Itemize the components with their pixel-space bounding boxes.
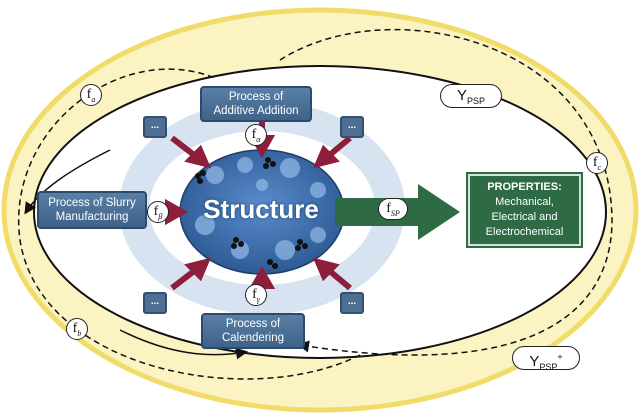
- tag-fc-base: f: [592, 155, 598, 170]
- additive-cluster: [238, 241, 244, 247]
- tag-f-beta-base: f: [153, 204, 159, 219]
- properties-box: PROPERTIES: Mechanical, Electrical and E…: [468, 174, 581, 246]
- particle: [280, 158, 300, 178]
- additive-cluster: [200, 170, 206, 176]
- particles: [195, 157, 326, 260]
- tag-f-gamma-base: f: [252, 287, 257, 302]
- additive-cluster: [267, 259, 273, 265]
- tag-fc: fc: [586, 152, 608, 174]
- particle: [195, 215, 215, 235]
- process-slurry-line2: Manufacturing: [55, 211, 129, 223]
- additive-cluster: [302, 243, 308, 249]
- properties-line-1: Mechanical,: [495, 196, 554, 208]
- placeholder-box-bottom-right: ...: [340, 292, 364, 314]
- red-arrow-head: [184, 257, 212, 282]
- tag-f-sp-base: f: [386, 201, 391, 216]
- process-calendering-line2: Calendering: [221, 332, 284, 344]
- tag-f-beta-sub: β: [158, 211, 163, 221]
- tag-fa-base: f: [86, 87, 92, 102]
- tag-f-gamma-sub: γ: [256, 294, 260, 304]
- additive-cluster: [263, 163, 269, 169]
- y-psp-sub: PSP: [467, 96, 486, 106]
- red-arrow-head: [184, 144, 212, 169]
- tag-fc-sub: c: [597, 162, 602, 172]
- y-psp-base: Y: [456, 87, 467, 104]
- process-additive-addition: Process of Additive Addition: [200, 86, 312, 122]
- tag-f-alpha: fα: [245, 124, 267, 146]
- particle: [256, 179, 268, 191]
- tag-fa-sub: a: [91, 94, 96, 104]
- dashed-loop-right: [279, 28, 613, 356]
- tag-fb-sub: b: [77, 328, 82, 338]
- properties-line-2: Electrical and: [491, 211, 558, 223]
- structure-label: Structure: [203, 194, 319, 224]
- tag-f-gamma: fγ: [245, 284, 267, 306]
- tag-fb: fb: [66, 318, 88, 340]
- process-calendering: Process of Calendering: [201, 313, 305, 349]
- y-psp-plus-sup: +: [557, 352, 563, 362]
- tag-f-alpha-sub: α: [256, 134, 261, 144]
- properties-heading: PROPERTIES:: [487, 181, 562, 193]
- flow-arrow-left: [24, 149, 111, 215]
- particle: [237, 157, 253, 173]
- y-psp-plus-base: Y: [529, 353, 540, 370]
- additive-cluster: [233, 237, 239, 243]
- red-arrows: [165, 120, 352, 300]
- red-arrow-head: [312, 144, 340, 169]
- tag-fa: fa: [80, 84, 102, 106]
- particle: [275, 240, 295, 260]
- placeholder-box-top-left: ...: [143, 116, 167, 138]
- placeholder-box-top-right: ...: [340, 116, 364, 138]
- additive-cluster: [295, 245, 301, 251]
- process-calendering-line1: Process of: [225, 318, 281, 330]
- process-additive-line2: Additive Addition: [213, 105, 299, 117]
- particle: [310, 182, 326, 198]
- tag-fb-base: f: [72, 321, 78, 336]
- additive-clusters: [195, 157, 308, 269]
- red-arrow-head: [312, 257, 340, 282]
- additive-cluster: [195, 173, 201, 179]
- particle: [206, 166, 224, 184]
- process-additive-line1: Process of: [228, 91, 284, 103]
- additive-cluster: [270, 161, 276, 167]
- y-psp-plus-label: YPSP+: [512, 346, 580, 372]
- y-psp-label: YPSP: [440, 84, 502, 108]
- additive-cluster: [231, 243, 237, 249]
- particle: [310, 227, 326, 243]
- y-psp-plus-sub: PSP: [539, 362, 558, 372]
- process-slurry-manufacturing: Process of Slurry Manufacturing: [37, 191, 147, 229]
- placeholder-box-bottom-left: ...: [143, 292, 167, 314]
- additive-cluster: [272, 263, 278, 269]
- additive-cluster: [197, 178, 203, 184]
- properties-line-3: Electrochemical: [485, 226, 564, 238]
- additive-cluster: [265, 157, 271, 163]
- flow-arrow-bottom: [119, 329, 248, 360]
- additive-cluster: [297, 239, 303, 245]
- tag-f-alpha-base: f: [251, 127, 257, 142]
- process-slurry-line1: Process of Slurry: [48, 197, 136, 209]
- tag-f-sp: fSP: [378, 198, 408, 220]
- tag-f-beta: fβ: [147, 201, 169, 223]
- tag-f-sp-sub: SP: [390, 208, 400, 218]
